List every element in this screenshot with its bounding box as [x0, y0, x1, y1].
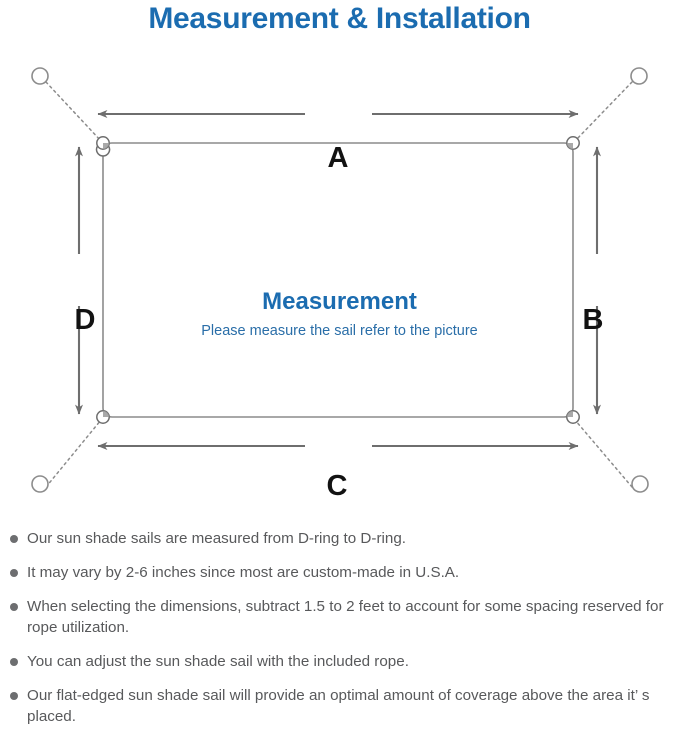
d-ring-lobe-bottom-right	[566, 410, 573, 417]
note-text: It may vary by 2-6 inches since most are…	[27, 564, 460, 581]
bullet-icon	[10, 658, 18, 666]
page-title: Measurement & Installation	[148, 2, 531, 35]
bullet-icon	[10, 692, 18, 700]
sail-center-label: Measurement	[262, 288, 417, 315]
anchor-point-top-left	[31, 67, 49, 85]
list-item: Our flat-edged sun shade sail will provi…	[0, 685, 679, 727]
bullet-icon	[10, 569, 18, 577]
notes-list: Our sun shade sails are measured from D-…	[0, 528, 679, 727]
anchor-points	[31, 67, 649, 493]
note-text: You can adjust the sun shade sail with t…	[27, 653, 409, 670]
d-ring-lobes	[103, 143, 573, 417]
note-text: Our sun shade sails are measured from D-…	[27, 530, 406, 547]
d-ring-lobe-top-left	[103, 143, 110, 150]
dimension-label-a: A	[327, 142, 349, 174]
list-item: It may vary by 2-6 inches since most are…	[0, 562, 679, 583]
list-item: You can adjust the sun shade sail with t…	[0, 651, 679, 672]
sail-body	[102, 142, 574, 418]
rope-top-right	[574, 81, 633, 142]
anchor-point-bottom-left	[31, 475, 49, 493]
sail-center-sublabel: Please measure the sail refer to the pic…	[201, 323, 478, 339]
bullet-icon	[10, 603, 18, 611]
dimension-label-d: D	[74, 304, 96, 336]
rope-connectors	[45, 81, 633, 488]
sail-diagram-svg	[31, 67, 649, 493]
dimension-label-b: B	[582, 304, 604, 336]
d-ring-lobe-bottom-left	[103, 410, 110, 417]
sail-diagram: Measurement Please measure the sail refe…	[0, 44, 679, 514]
rope-bottom-left	[45, 419, 102, 488]
note-text: When selecting the dimensions, subtract …	[27, 598, 664, 636]
bullet-icon	[10, 535, 18, 543]
rope-bottom-right	[574, 419, 633, 488]
anchor-point-bottom-right	[631, 475, 649, 493]
d-ring-lobe-top-right	[566, 143, 573, 150]
list-item: When selecting the dimensions, subtract …	[0, 596, 679, 638]
anchor-point-top-right	[630, 67, 648, 85]
list-item: Our sun shade sails are measured from D-…	[0, 528, 679, 549]
rope-top-left	[45, 81, 102, 142]
dimension-label-c: C	[326, 470, 348, 502]
note-text: Our flat-edged sun shade sail will provi…	[27, 687, 650, 725]
